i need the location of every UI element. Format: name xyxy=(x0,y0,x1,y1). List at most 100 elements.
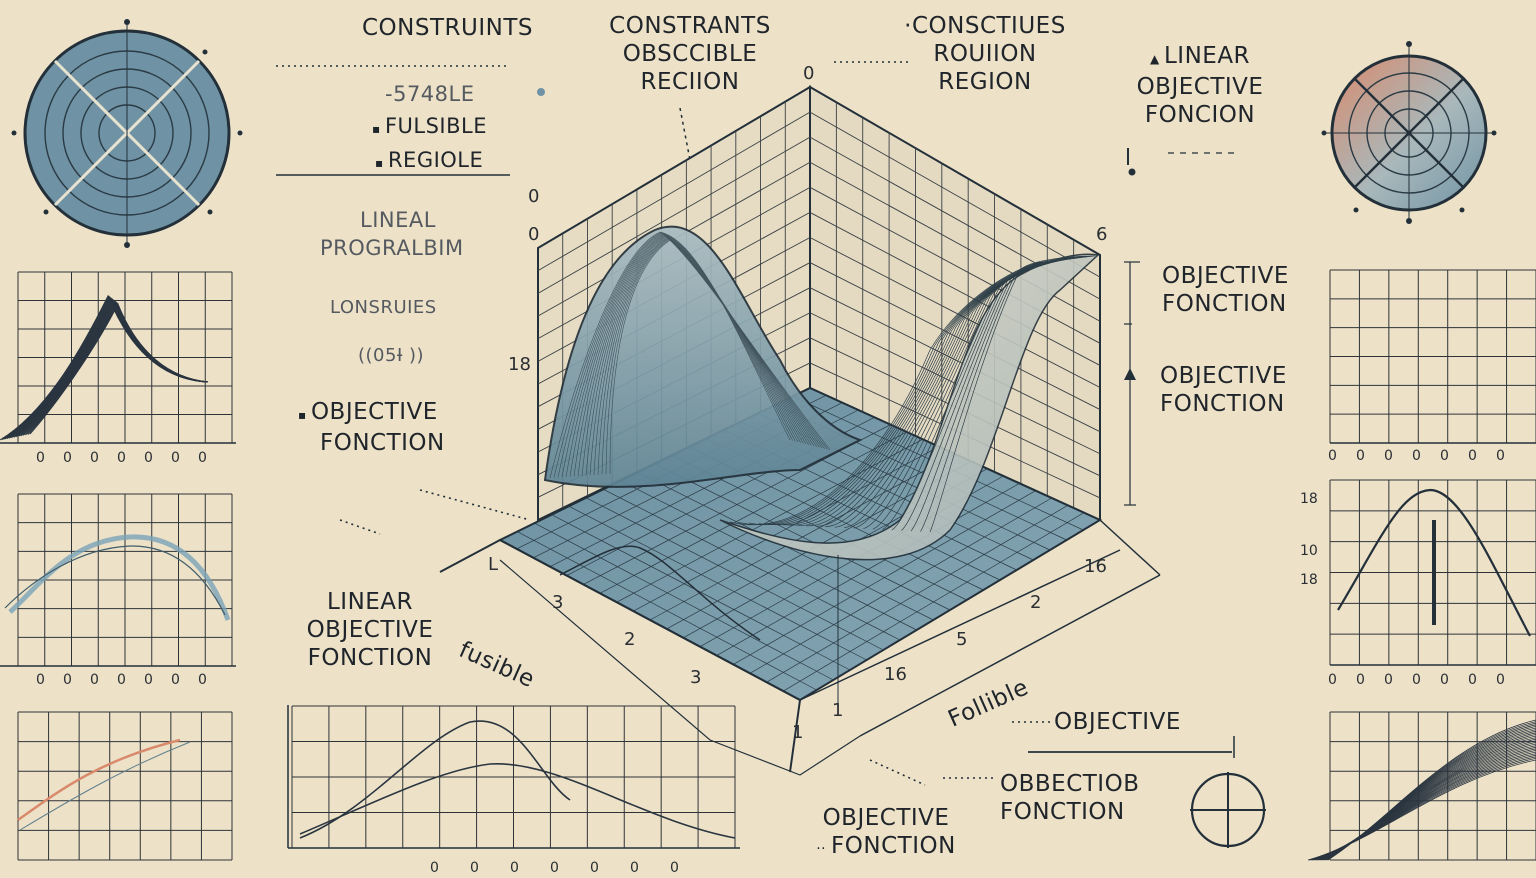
bullet-icon: ▪ xyxy=(372,122,385,136)
grid-line xyxy=(766,505,1068,683)
tick-label: 0 xyxy=(1384,448,1393,464)
label-objective-function-right-b: OBJECTIVE FONCTION xyxy=(1160,362,1287,418)
sheet-line xyxy=(768,260,1051,526)
tick-label: 0 xyxy=(1384,672,1393,688)
mesh-line xyxy=(585,236,815,476)
label-regiole: ▪ REGIOLE xyxy=(375,148,484,172)
tick-label: 0 xyxy=(144,450,153,466)
tick-label: 0 xyxy=(1328,672,1337,688)
sheet-line xyxy=(739,261,1043,525)
tick-label: 0 xyxy=(63,672,72,688)
fan-curve xyxy=(1312,750,1536,861)
label-code: -5748LE xyxy=(385,82,475,106)
zeros-row-right-2: 0 0 0 0 0 0 0 xyxy=(1328,672,1505,688)
mini-chart-left-2 xyxy=(0,493,236,667)
grid-line xyxy=(809,186,1101,344)
grid-line xyxy=(537,136,811,294)
sheet-line xyxy=(929,255,1096,533)
axis-one-a: 1 xyxy=(792,722,803,743)
label-objective-function-left: ▪ OBJECTIVE FONCTION xyxy=(298,398,445,457)
grid-line xyxy=(537,111,811,272)
mesh-line xyxy=(593,237,820,476)
mini-chart-right-2 xyxy=(1329,479,1536,666)
main-3d-surface-chart xyxy=(439,85,1161,776)
label-line: OBJECTIVE xyxy=(306,617,434,643)
fan-curve xyxy=(1307,759,1536,861)
tick-label: 0 xyxy=(1440,672,1449,688)
mesh-line xyxy=(581,235,812,476)
label-paren: ((05Ɨ )) xyxy=(358,345,425,366)
sheet-line xyxy=(920,255,1093,532)
label-line: OBJECTIVE xyxy=(822,805,950,831)
target-circle-left xyxy=(11,19,243,248)
mini-chart-bottom-center xyxy=(287,705,740,849)
tick-label: 0 xyxy=(670,860,679,876)
sheet-line xyxy=(910,256,1090,532)
label-line: ▲ LINEAR xyxy=(1149,43,1251,69)
axis-zero-a: 0 xyxy=(528,186,539,207)
tick-label: 0 xyxy=(550,860,559,876)
fan-curve xyxy=(1327,719,1536,861)
tick-label: 0 xyxy=(1468,672,1477,688)
tick-label: 0 xyxy=(1412,672,1421,688)
label-line: FONCTION xyxy=(307,645,433,671)
axis-right-tick-4: 16 xyxy=(884,664,907,685)
fan-curve xyxy=(29,302,209,435)
mesh-line xyxy=(569,234,804,477)
label-line: FONCTION xyxy=(1162,291,1287,317)
axis-right-tick-2: 2 xyxy=(1030,592,1041,613)
tick-label: 0 xyxy=(36,450,45,466)
right-y-tick-low: 18 xyxy=(1300,572,1318,588)
dot-icon: ·· xyxy=(816,841,832,857)
crosshair-icon xyxy=(1190,772,1266,848)
bullet-icon: ▪ xyxy=(298,408,311,422)
grid-line xyxy=(809,287,1101,433)
fan-curve xyxy=(20,300,209,437)
label-line: OBJECTIVE xyxy=(1160,363,1287,389)
label-line: ·· FONCTION xyxy=(816,833,956,859)
label-constraints-left: CONSTRUINTS xyxy=(362,15,533,41)
label-line: OBBECTIOB xyxy=(1000,771,1140,797)
tick-label: 0 xyxy=(1496,672,1505,688)
tick-label: 0 xyxy=(117,672,126,688)
mesh-line xyxy=(605,239,828,475)
fan-curve xyxy=(24,301,209,436)
axis-right-tick-1: 16 xyxy=(1084,556,1107,577)
label-line: ROUIION xyxy=(933,41,1037,67)
mesh-line xyxy=(549,231,791,479)
fan-curve xyxy=(1309,756,1536,861)
axis-zero-top: 0 xyxy=(803,63,814,84)
axis-eighteen: 18 xyxy=(508,354,531,375)
mesh-line xyxy=(561,233,799,478)
tick-label: 0 xyxy=(1356,672,1365,688)
label-line: ▪ OBJECTIVE xyxy=(298,399,438,425)
label-lonsr: LONSRUIES xyxy=(330,297,437,318)
tick-label: 0 xyxy=(590,860,599,876)
axis-left-tick-3: 2 xyxy=(624,629,635,650)
sheet-line xyxy=(891,256,1085,531)
tick-label: 0 xyxy=(1468,448,1477,464)
tick-label: 0 xyxy=(1496,448,1505,464)
label-line: OBJECTIVE xyxy=(1162,263,1289,289)
grid-line xyxy=(783,512,1085,692)
zeros-row-bottom-center: 0 0 0 0 0 0 0 xyxy=(430,860,679,876)
tick-label: 0 xyxy=(171,450,180,466)
tick-label: 0 xyxy=(1328,448,1337,464)
fan-curve xyxy=(1311,753,1536,861)
right-y-tick-mid: 10 xyxy=(1300,543,1318,559)
sheet-line xyxy=(882,257,1082,530)
tick-label: 0 xyxy=(117,450,126,466)
label-constraints-center: CONSTRANTS OBSCCIBLE RECIION xyxy=(600,12,780,96)
label-line: CONSTRANTS xyxy=(609,13,771,39)
grid-line xyxy=(809,212,1101,366)
label-line: OBSCCIBLE xyxy=(622,41,758,67)
bullet-dot-1 xyxy=(1128,168,1136,176)
mesh-line xyxy=(589,236,817,476)
label-objection-function: OBBECTIOB FONCTION xyxy=(1000,770,1139,826)
tick-label: 0 xyxy=(90,672,99,688)
axis-left-tick-1: L xyxy=(488,554,498,575)
tick-label: 0 xyxy=(630,860,639,876)
mesh-line xyxy=(553,232,793,478)
mesh-line xyxy=(573,234,807,477)
